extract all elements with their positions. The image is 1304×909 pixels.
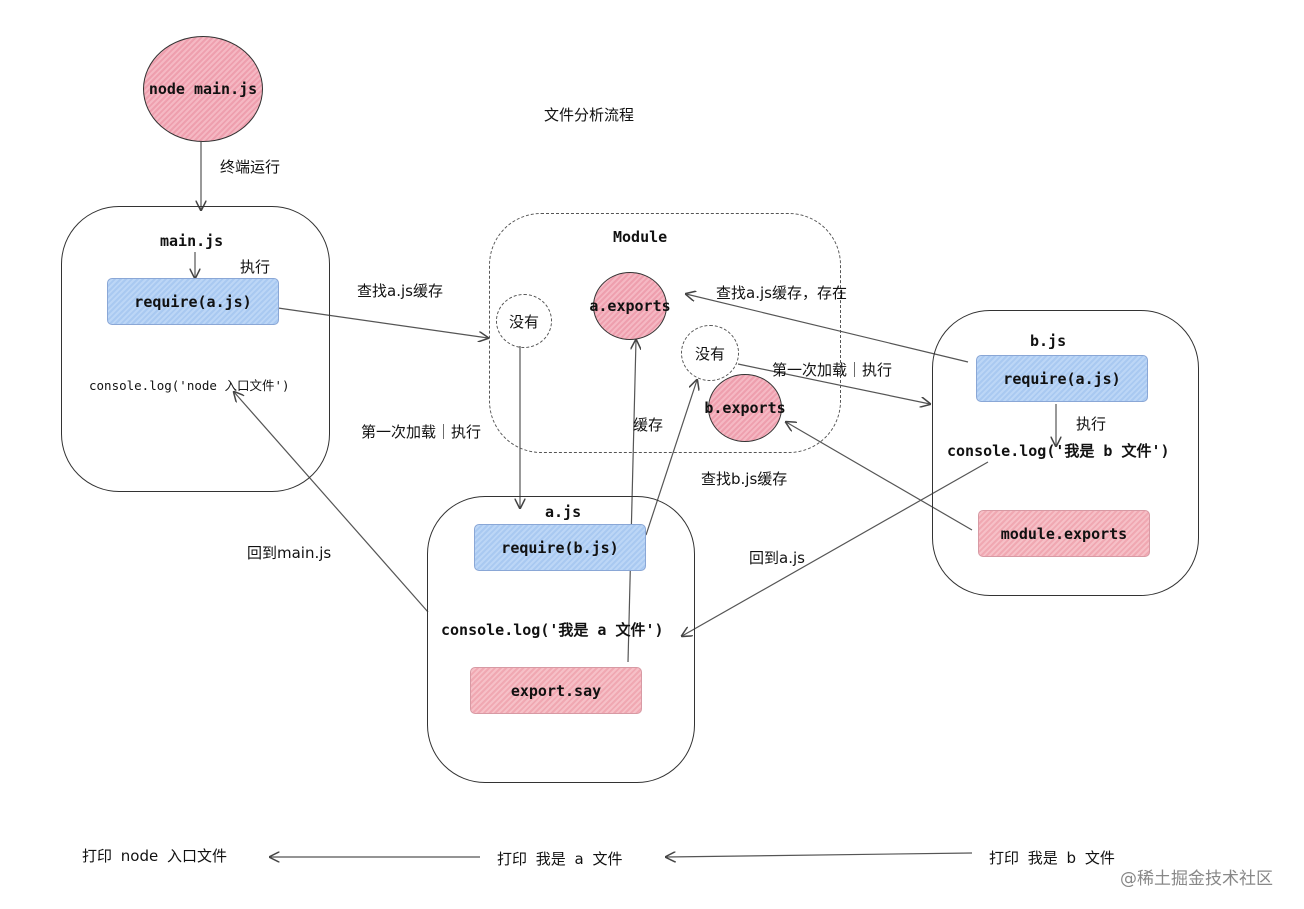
a-exports-label: a.exports [589, 297, 671, 315]
arrow-main-require-to-module [277, 307, 488, 338]
a-require-node: require(b.js) [474, 524, 646, 571]
b-js-box [932, 310, 1199, 596]
a-export-label: export.say [510, 681, 602, 700]
b-require-label: require(a.js) [1003, 369, 1121, 388]
module-missing-left-label: 没有 [508, 312, 539, 331]
b-require-node: require(a.js) [976, 355, 1148, 402]
module-cache-box [489, 213, 841, 453]
a-export-node: export.say [470, 667, 642, 714]
edge-label-find-a-cache-exists: 查找a.js缓存，存在 [716, 284, 847, 302]
edge-label-first-load-left: 第一次加载｜执行 [361, 423, 482, 441]
b-exports-circle: b.exports [704, 374, 786, 442]
edge-label-first-load-right: 第一次加载｜执行 [772, 361, 893, 379]
a-js-box [427, 496, 695, 783]
main-require-label: require(a.js) [134, 292, 252, 311]
a-js-title: a.js [545, 503, 582, 521]
edge-label-cache: 缓存 [633, 416, 664, 434]
module-missing-right-circle: 没有 [681, 325, 739, 381]
output-print-a: 打印 我是 a 文件 [497, 850, 623, 868]
b-export-node: module.exports [978, 510, 1150, 557]
terminal-run-label: 终端运行 [220, 158, 281, 176]
main-log-label: console.log('node 入口文件') [89, 378, 290, 393]
arrow-missing-to-b [737, 363, 930, 404]
edge-label-back-a: 回到a.js [749, 549, 805, 567]
watermark-label: @稀土掘金技术社区 [1120, 869, 1273, 889]
edge-label-find-b-cache: 查找b.js缓存 [701, 470, 788, 488]
arrow-b-log-to-a-log [682, 461, 989, 636]
start-node-label: node main.js [148, 80, 258, 98]
output-print-b: 打印 我是 b 文件 [989, 849, 1115, 867]
edge-label-back-main: 回到main.js [247, 544, 332, 562]
arrow-b-require-to-a-exports [686, 294, 969, 363]
main-js-box [61, 206, 330, 492]
b-js-title: b.js [1030, 332, 1067, 350]
b-export-label: module.exports [1000, 524, 1128, 543]
arrow-export-to-a-exports [627, 340, 636, 663]
a-log-label: console.log('我是 a 文件') [441, 621, 664, 639]
arrow-print-b-to-print-a [666, 853, 973, 857]
main-js-title: main.js [160, 232, 224, 250]
output-print-node: 打印 node 入口文件 [82, 847, 227, 865]
main-require-node: require(a.js) [107, 278, 279, 325]
diagram-title: 文件分析流程 [544, 106, 635, 124]
b-exports-label: b.exports [704, 399, 786, 417]
arrow-a-log-to-main-log [234, 392, 429, 613]
b-log-label: console.log('我是 b 文件') [947, 442, 1170, 460]
module-title: Module [613, 228, 668, 246]
b-exec-label: 执行 [1076, 415, 1107, 433]
a-exports-circle: a.exports [589, 272, 671, 340]
edge-label-find-a-cache: 查找a.js缓存 [357, 282, 443, 300]
module-missing-right-label: 没有 [694, 344, 725, 363]
a-require-label: require(b.js) [501, 538, 619, 557]
start-node-circle: node main.js [143, 36, 263, 142]
module-missing-left-circle: 没有 [496, 294, 552, 348]
main-exec-label: 执行 [240, 258, 271, 276]
